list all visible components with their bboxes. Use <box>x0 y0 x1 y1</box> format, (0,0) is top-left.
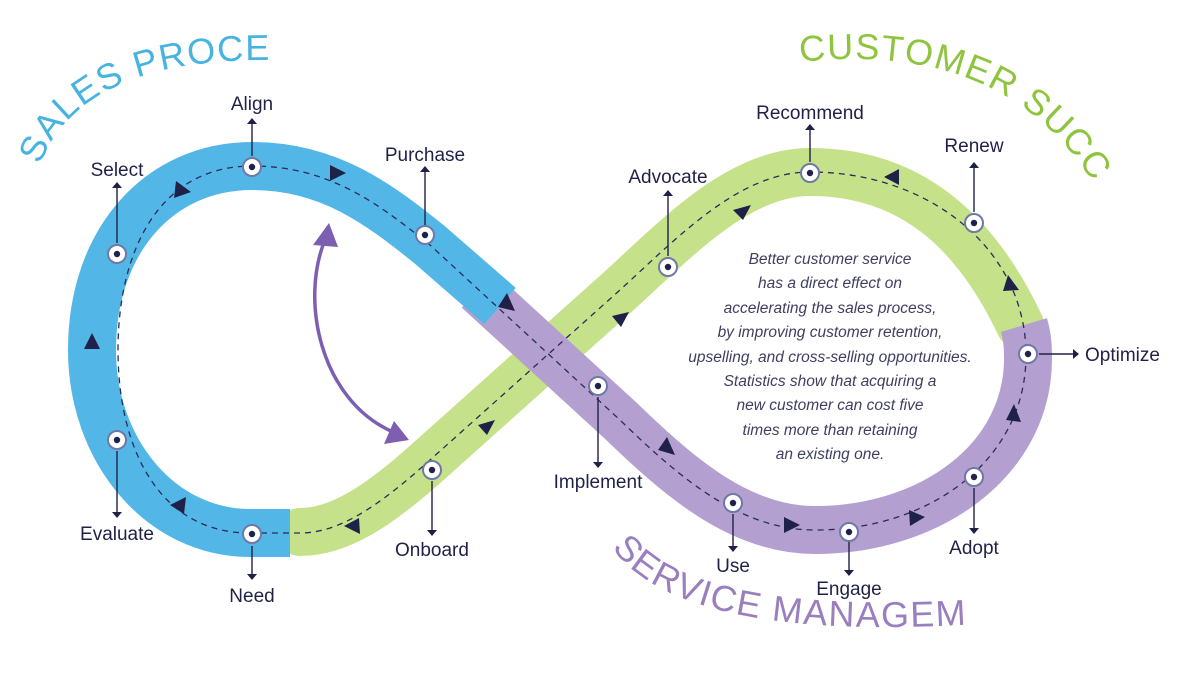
stage-markers <box>107 118 1079 580</box>
stage-label-adopt: Adopt <box>949 538 999 559</box>
stage-label-advocate: Advocate <box>628 167 707 188</box>
description-line: accelerating the sales process, <box>723 299 937 317</box>
direction-arrow <box>884 169 899 185</box>
direction-arrow <box>612 312 629 327</box>
description-line: times more than retaining <box>742 421 918 439</box>
stage-dot-use <box>723 493 743 513</box>
direction-arrow <box>84 333 100 349</box>
stage-dot-recommend <box>800 163 820 183</box>
stage-label-optimize: Optimize <box>1085 345 1160 366</box>
direction-arrow <box>174 181 191 198</box>
stage-label-use: Use <box>716 556 750 577</box>
description-line: new customer can cost five <box>736 397 924 415</box>
direction-arrows <box>84 165 1021 534</box>
stage-dot-onboard <box>422 460 442 480</box>
stage-dot-purchase <box>415 225 435 245</box>
stage-dot-evaluate <box>107 430 127 450</box>
direction-arrow <box>344 518 360 534</box>
stage-dot-select <box>107 244 127 264</box>
stage-label-recommend: Recommend <box>756 103 864 124</box>
description-line: Better customer service <box>748 251 912 268</box>
stage-dot-align <box>242 157 262 177</box>
stage-label-implement: Implement <box>554 472 643 493</box>
cycle-arrow <box>313 223 409 444</box>
stage-dot-need <box>242 524 262 544</box>
description-line: upselling, and cross-selling opportuniti… <box>688 348 972 366</box>
direction-arrow <box>478 420 495 435</box>
stage-label-renew: Renew <box>944 136 1003 157</box>
title-sales-process: SALES PROCESS <box>0 0 271 168</box>
direction-arrow <box>170 497 186 514</box>
stage-label-purchase: Purchase <box>385 145 465 166</box>
stage-label-need: Need <box>229 586 274 607</box>
description-line: by improving customer retention, <box>717 324 943 342</box>
description-line: has a direct effect on <box>758 275 902 293</box>
stage-dot-adopt <box>964 467 984 487</box>
direction-arrow <box>658 437 675 455</box>
title-customer-success: CUSTOMER SUCCESS <box>0 0 1121 188</box>
track-line <box>117 165 1027 534</box>
description-line: an existing one. <box>775 446 885 464</box>
stage-label-select: Select <box>91 160 145 181</box>
stage-dot-optimize <box>1018 344 1038 364</box>
stage-label-align: Align <box>231 94 273 115</box>
description-text: Better customer service has a direct eff… <box>660 248 1000 468</box>
direction-arrow <box>784 517 800 533</box>
direction-arrow <box>330 165 346 181</box>
direction-arrow <box>733 205 751 220</box>
stage-label-evaluate: Evaluate <box>80 524 154 545</box>
stage-label-onboard: Onboard <box>395 540 469 561</box>
stage-dot-engage <box>839 522 859 542</box>
stage-label-engage: Engage <box>816 579 882 600</box>
direction-arrow <box>498 293 515 311</box>
stage-dot-implement <box>588 376 608 396</box>
description-line: Statistics show that acquiring a <box>723 373 937 391</box>
stage-dot-renew <box>964 213 984 233</box>
direction-arrow <box>1003 275 1019 291</box>
stage-dot-advocate <box>658 257 678 277</box>
direction-arrow <box>909 510 925 526</box>
direction-arrow <box>1006 404 1021 422</box>
